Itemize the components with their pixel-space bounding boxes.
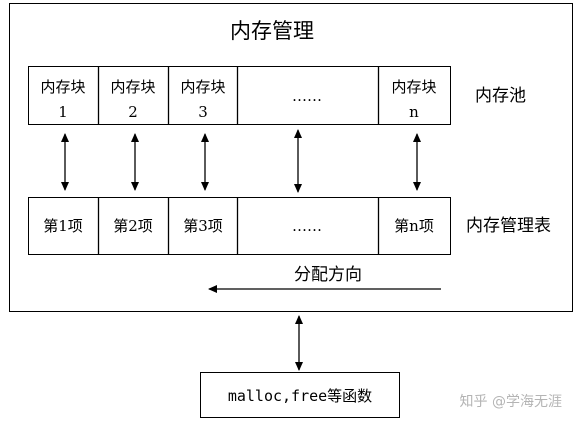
api-label: malloc,free等函数: [228, 387, 372, 405]
memory-block-2: 内存块 2: [110, 78, 155, 121]
memory-table-frame: [28, 197, 451, 255]
table-entry-ellipsis: ……: [292, 217, 322, 235]
memory-pool-frame: [28, 66, 451, 125]
allocation-direction-label: 分配方向: [294, 265, 362, 285]
memory-block-n-label: 内存块: [391, 78, 436, 96]
memory-block-1-index: 1: [58, 103, 68, 121]
memory-block-ellipsis-label: ……: [292, 87, 322, 105]
watermark: 知乎 @学海无涯: [460, 393, 562, 410]
table-entry-n: 第n项: [394, 217, 434, 235]
memory-pool-label: 内存池: [475, 86, 526, 106]
table-entry-3: 第3项: [183, 217, 223, 235]
memory-block-ellipsis: ……: [292, 87, 322, 105]
diagram-title: 内存管理: [230, 19, 314, 43]
pool-table-links: [61, 129, 421, 193]
table-entry-1: 第1项: [43, 217, 83, 235]
api-box: [200, 372, 400, 418]
memory-block-n: 内存块 n: [391, 78, 436, 121]
memory-block-1-label: 内存块: [40, 78, 85, 96]
memory-block-n-index: n: [409, 103, 419, 121]
memory-pool-row: 内存块 1 内存块 2 内存块 3 …… 内存块 n: [28, 66, 451, 125]
memory-block-1: 内存块 1: [40, 78, 85, 121]
table-entry-2: 第2项: [113, 217, 153, 235]
memory-table-label: 内存管理表: [466, 216, 551, 236]
memory-block-2-index: 2: [128, 103, 138, 121]
memory-block-3: 内存块 3: [180, 78, 225, 121]
memory-block-2-label: 内存块: [110, 78, 155, 96]
memory-table-row: 第1项 第2项 第3项 …… 第n项: [28, 197, 451, 255]
memory-management-frame: [9, 3, 573, 312]
memory-block-3-index: 3: [198, 103, 208, 121]
memory-block-3-label: 内存块: [180, 78, 225, 96]
